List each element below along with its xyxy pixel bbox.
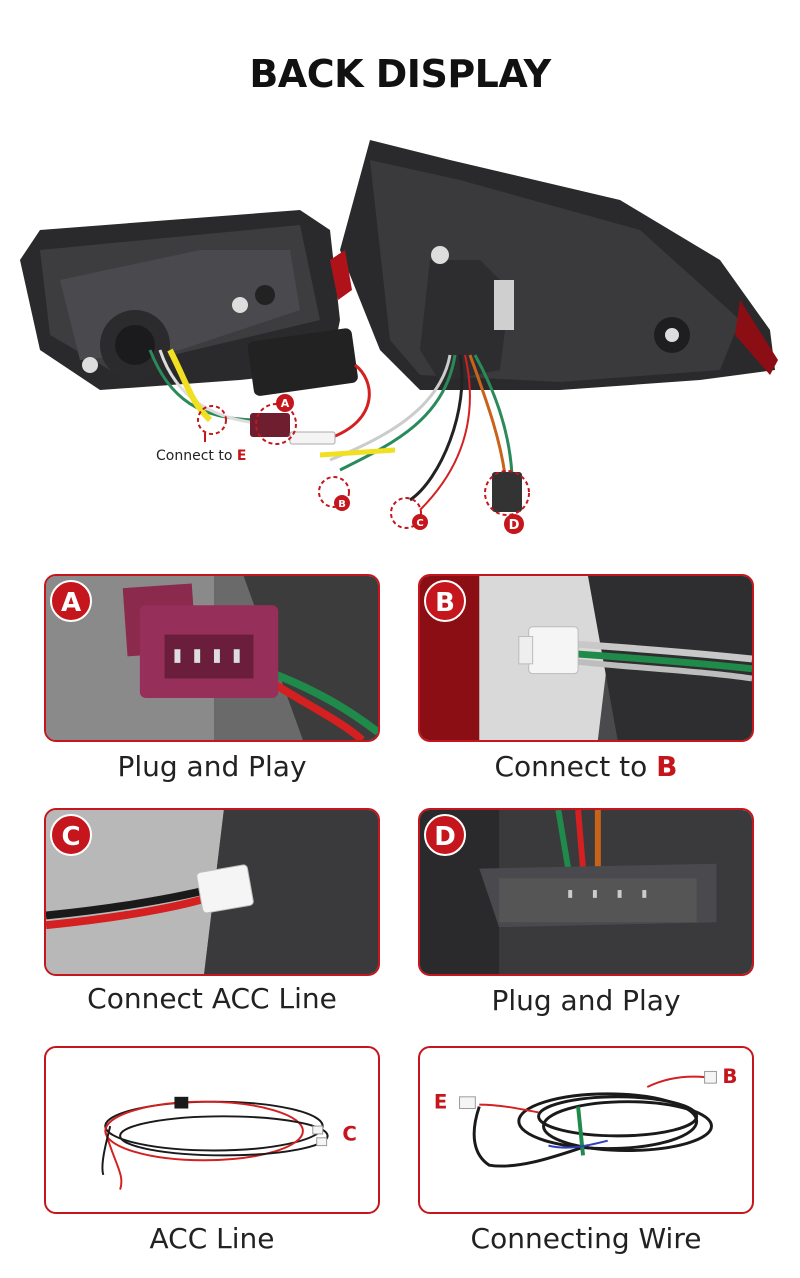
caption-c: Connect ACC Line (87, 982, 337, 1015)
svg-text:E: E (434, 1091, 447, 1114)
marker-a: A (276, 394, 294, 412)
marker-b: B (334, 495, 350, 511)
card-b-connector: B (418, 574, 754, 742)
svg-text:B: B (338, 499, 346, 510)
card-d-connector: D (418, 808, 754, 976)
badge-d: D (424, 814, 466, 856)
caption-acc-line: ACC Line (149, 1222, 275, 1255)
caption-a: Plug and Play (117, 750, 307, 783)
card-a-connector: A (44, 574, 380, 742)
badge-a: A (50, 580, 92, 622)
card-connecting-wire: E B (418, 1046, 754, 1214)
card-c-connector: C (44, 808, 380, 976)
caption-d: Plug and Play (491, 984, 681, 1017)
connect-to-e-label: Connect to E (156, 448, 246, 464)
caption-connecting-wire: Connecting Wire (470, 1222, 702, 1255)
caption-b: Connect to B (494, 750, 678, 783)
svg-text:D: D (509, 518, 520, 533)
svg-text:C: C (342, 1123, 356, 1146)
svg-text:C: C (416, 518, 423, 529)
svg-text:A: A (281, 397, 290, 410)
badge-c: C (50, 814, 92, 856)
tail-light-back-view: A B C D Connect to E (0, 120, 800, 550)
page-title: BACK DISPLAY (249, 52, 551, 96)
svg-text:B: B (722, 1065, 737, 1088)
marker-c: C (412, 514, 428, 530)
marker-d: D (504, 514, 524, 534)
card-acc-line: C (44, 1046, 380, 1214)
badge-b: B (424, 580, 466, 622)
